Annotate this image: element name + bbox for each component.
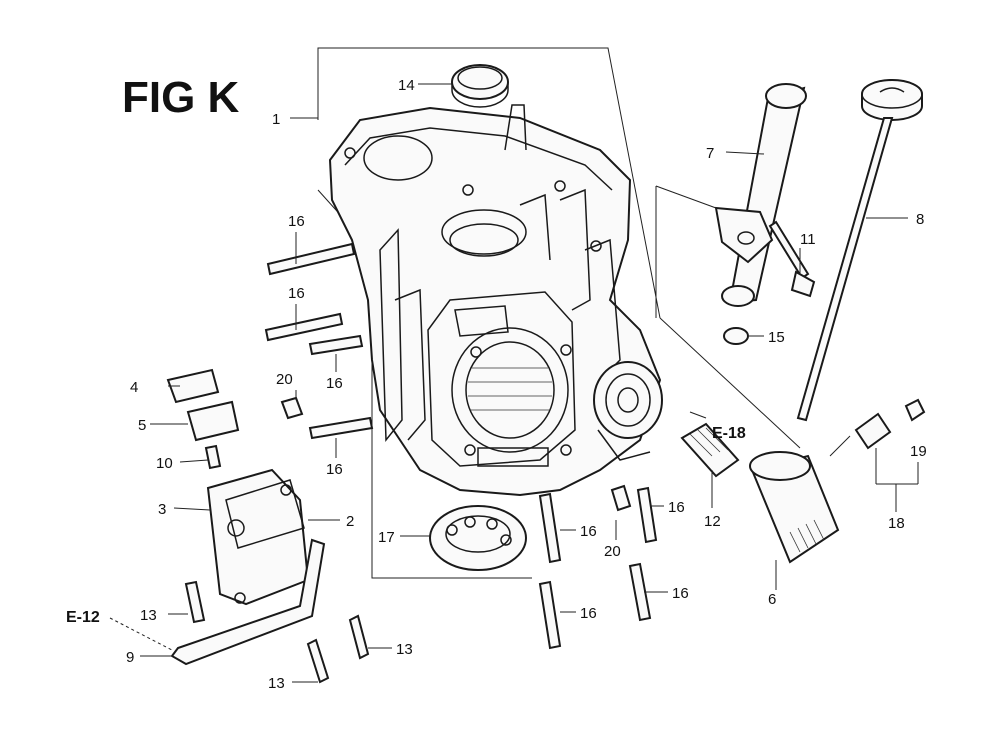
- callout-16-d: 16: [326, 461, 343, 478]
- bolt-13-right: [348, 614, 370, 660]
- callout-17: 17: [378, 529, 395, 546]
- plate-lower: [186, 400, 240, 442]
- callout-2: 2: [346, 513, 354, 530]
- callout-labels: 1 2 3 4 5 6 7 8 9 10 11 12 13 13 13 14 1…: [126, 77, 927, 692]
- stud-16-e: [538, 492, 562, 564]
- callout-4: 4: [130, 379, 138, 396]
- plate-upper: [166, 368, 220, 404]
- oil-filter-nipple: [680, 422, 740, 478]
- callout-16-h: 16: [672, 585, 689, 602]
- oil-seal: [451, 64, 509, 108]
- figure-title: FIG K: [122, 73, 240, 122]
- callout-15: 15: [768, 329, 785, 346]
- callout-9: 9: [126, 649, 134, 666]
- callout-12: 12: [704, 513, 721, 530]
- flange-bolt: [768, 220, 816, 298]
- callout-16-b: 16: [288, 285, 305, 302]
- stud-16-c: [308, 334, 364, 356]
- reference-e18: E-18: [712, 425, 746, 442]
- callout-7: 7: [706, 145, 714, 162]
- oil-filler-tube: [714, 83, 807, 307]
- callout-8: 8: [916, 211, 924, 228]
- callout-16-a: 16: [288, 213, 305, 230]
- stud-16-h: [628, 562, 652, 622]
- crankcase: [328, 104, 663, 497]
- stud-16-g: [538, 580, 562, 650]
- callout-5: 5: [138, 417, 146, 434]
- stud-16-f: [636, 486, 658, 544]
- callout-1: 1: [272, 111, 280, 128]
- callout-13-left: 13: [140, 607, 157, 624]
- gasket: [225, 479, 305, 549]
- callout-6: 6: [768, 591, 776, 608]
- callout-13-right: 13: [396, 641, 413, 658]
- callout-3: 3: [158, 501, 166, 518]
- leader-lines: [109, 83, 919, 683]
- bolt-13-bottom: [306, 638, 330, 684]
- reference-e12: E-12: [66, 609, 100, 626]
- callout-11: 11: [800, 231, 816, 248]
- breather-tube: [170, 538, 326, 666]
- dipstick: [796, 79, 923, 422]
- stud-16-d: [308, 416, 374, 440]
- dowel-pin-left: [280, 396, 304, 420]
- callout-16-c: 16: [326, 375, 343, 392]
- callout-20-right: 20: [604, 543, 621, 560]
- oil-filter: [749, 451, 840, 564]
- dowel-pin-right: [610, 484, 632, 512]
- bolt-13-left: [184, 580, 206, 624]
- callout-14: 14: [398, 77, 415, 94]
- callout-10: 10: [156, 455, 173, 472]
- callout-13-bottom: 13: [268, 675, 285, 692]
- oil-pressure-switch: [854, 398, 926, 450]
- callout-19: 19: [910, 443, 927, 460]
- stud-16-a: [266, 242, 356, 276]
- ball-bearing: [429, 505, 527, 571]
- stud-16-b: [264, 312, 344, 342]
- callout-20-left: 20: [276, 371, 293, 388]
- small-bolt: [204, 444, 222, 470]
- callout-18: 18: [888, 515, 905, 532]
- o-ring: [723, 327, 749, 345]
- callout-16-f: 16: [580, 605, 597, 622]
- callout-16-g: 16: [668, 499, 685, 516]
- callout-16-e: 16: [580, 523, 597, 540]
